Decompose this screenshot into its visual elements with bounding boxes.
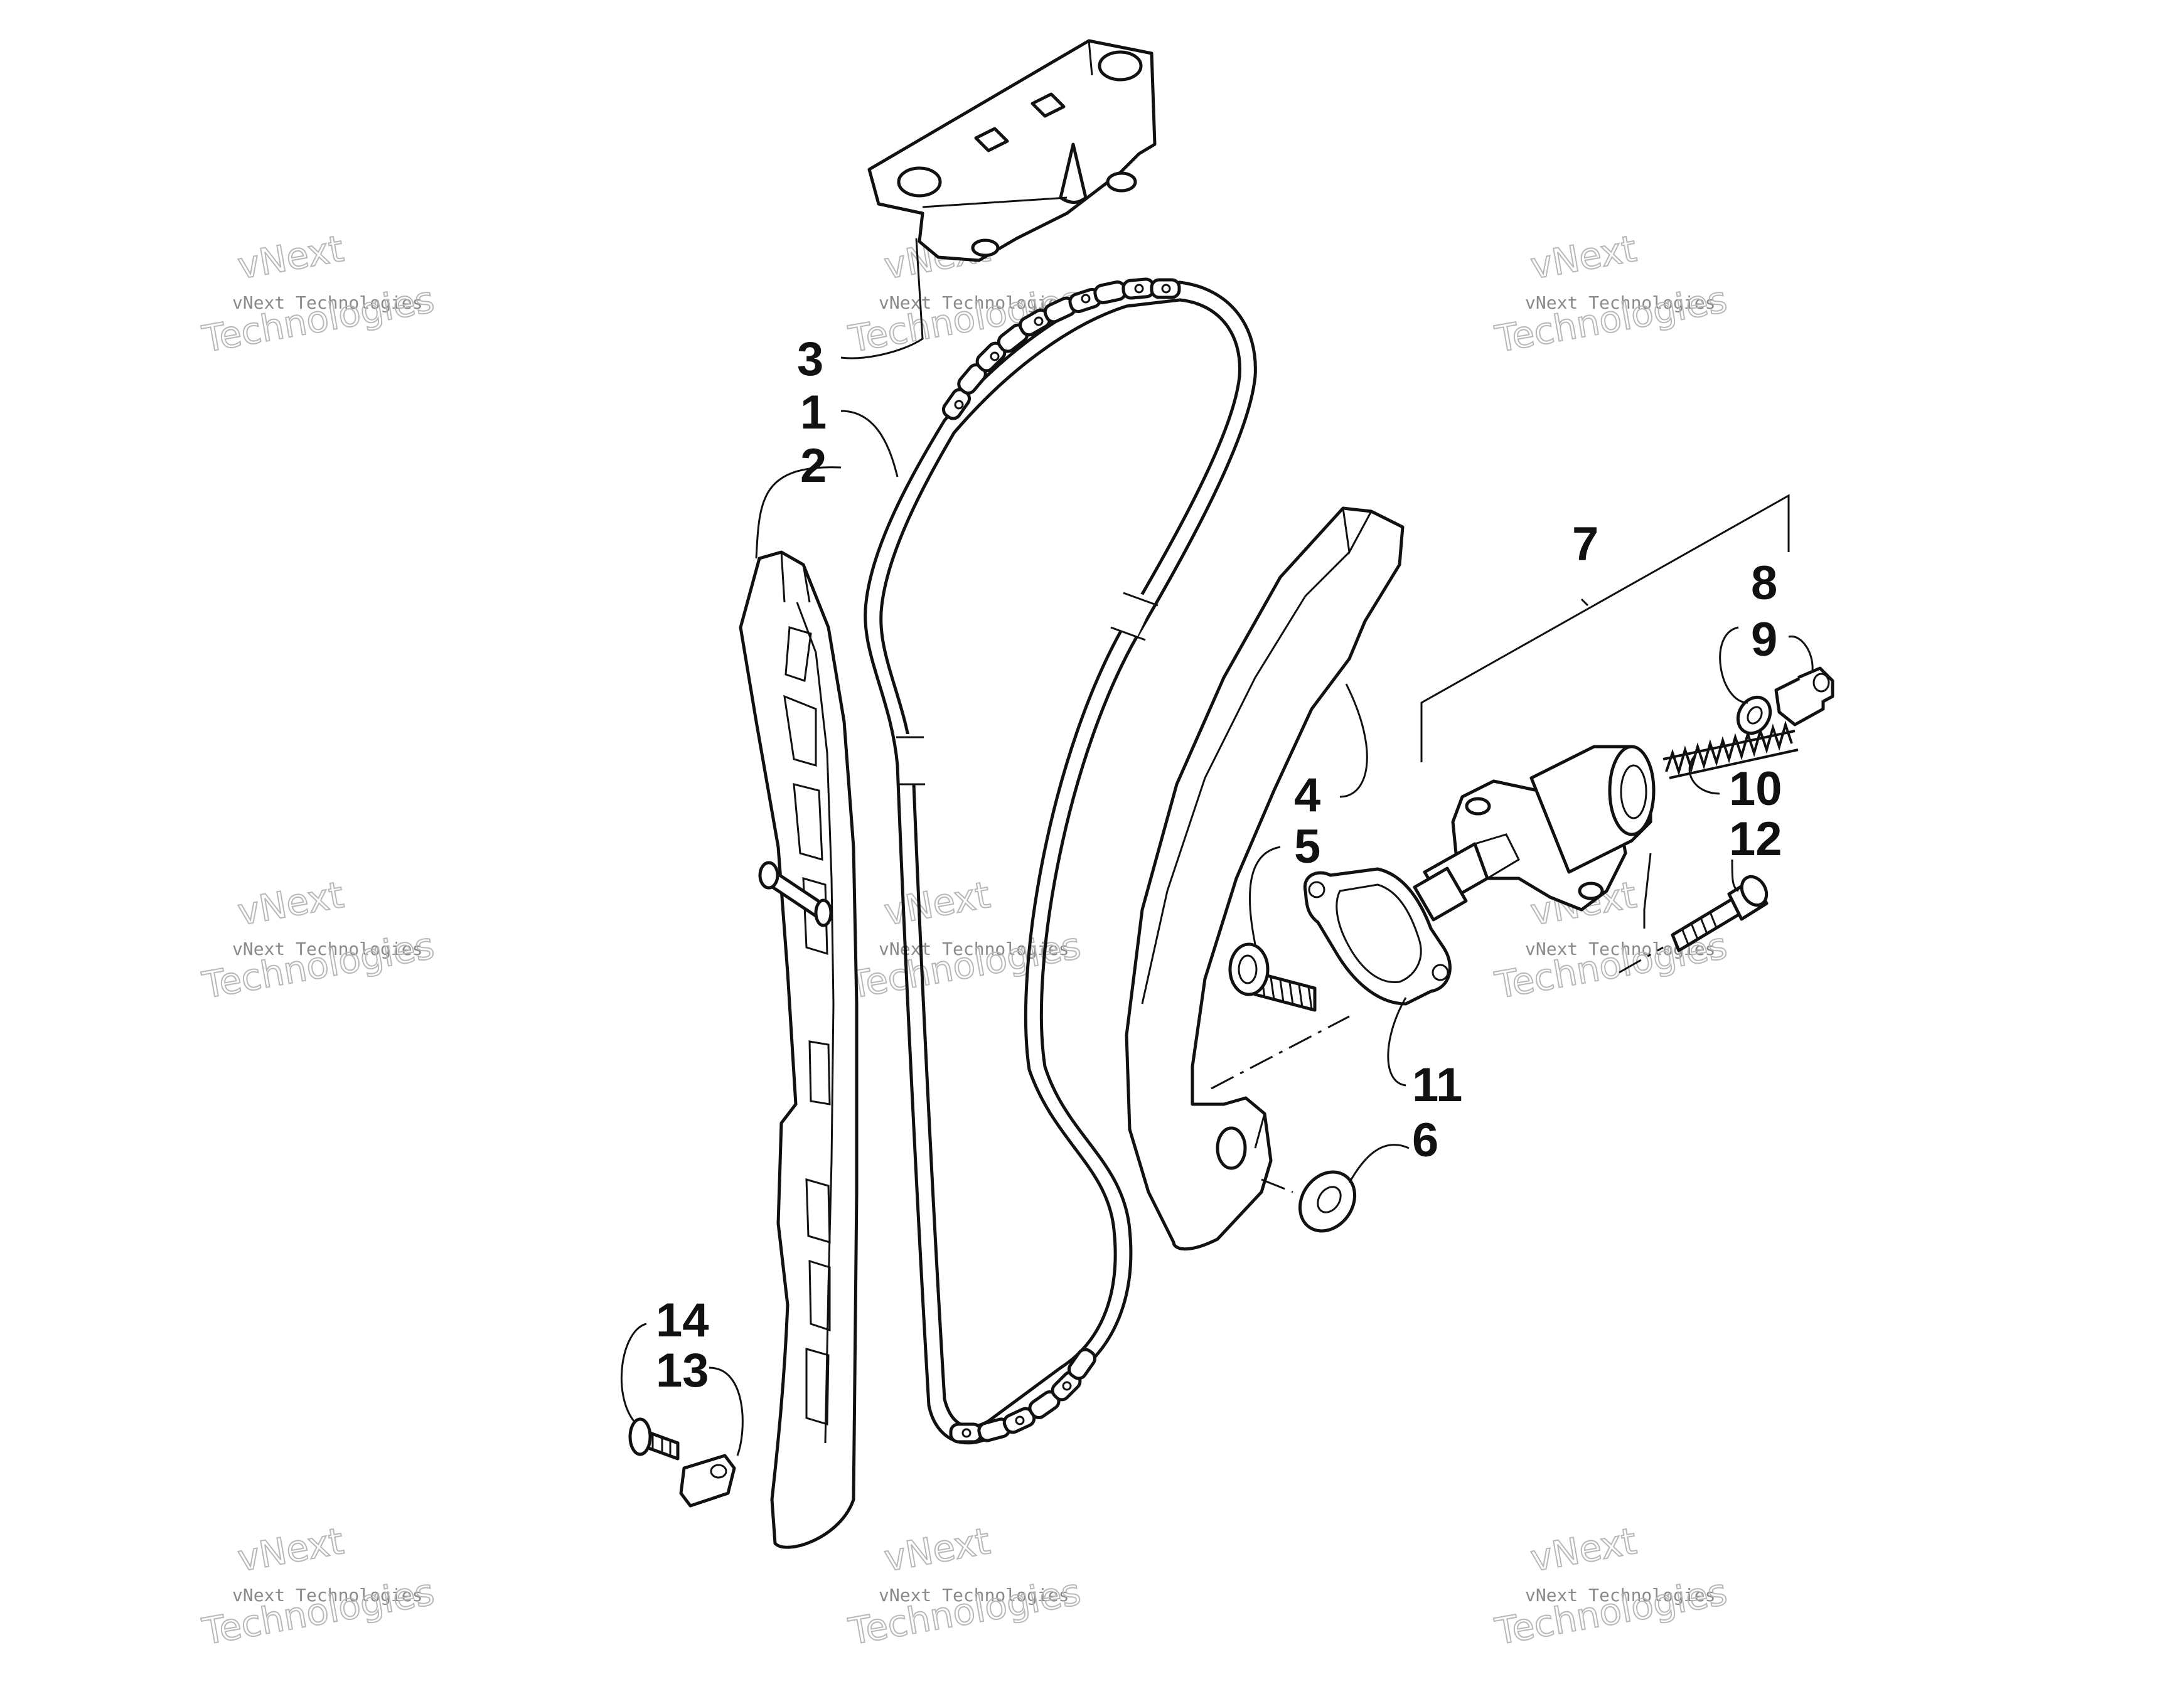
watermark-brand: vNext <box>235 227 347 287</box>
watermark-company: vNext Technologies <box>1525 292 1715 313</box>
part-2-chain-guide <box>739 550 859 1549</box>
watermark-brand: vNext <box>1528 1520 1640 1580</box>
part-14-screw <box>628 1417 680 1461</box>
watermark-brand: vNext <box>881 1520 993 1580</box>
watermark: vNext vNext Technologies Technologies <box>1491 226 1731 361</box>
part-13-plate <box>679 1454 736 1508</box>
watermark-word: Technologies <box>1492 1570 1730 1653</box>
callout-12: 12 <box>1729 812 1782 866</box>
callout-labels: 3 1 2 7 8 9 4 10 5 12 11 6 14 13 <box>656 333 1782 1397</box>
watermark: vNext vNext Technologies Technologies <box>198 873 438 1008</box>
callout-1: 1 <box>800 386 827 439</box>
part-4-tensioner-guide <box>1125 506 1405 1251</box>
callout-8: 8 <box>1751 557 1777 610</box>
watermark: vNext vNext Technologies Technologies <box>845 1519 1084 1654</box>
part-5-pivot-bolt <box>1228 942 1317 1012</box>
part-3-upper-guide <box>867 39 1157 262</box>
part-8-washer <box>1736 695 1772 735</box>
watermark-company: vNext Technologies <box>232 1585 422 1606</box>
watermark-company: vNext Technologies <box>879 1585 1069 1606</box>
watermark-word: Technologies <box>199 278 437 361</box>
watermark-company: vNext Technologies <box>232 292 422 313</box>
watermark-word: Technologies <box>845 924 1084 1007</box>
watermark-word: Technologies <box>199 1570 437 1653</box>
watermark: vNext vNext Technologies Technologies <box>198 1519 438 1654</box>
part-1-timing-chain <box>864 277 1257 1445</box>
watermark-company: vNext Technologies <box>232 939 422 959</box>
watermark-company: vNext Technologies <box>879 939 1069 959</box>
callout-13: 13 <box>656 1344 709 1397</box>
callout-4: 4 <box>1294 769 1320 822</box>
callout-9: 9 <box>1751 613 1777 666</box>
watermark-brand: vNext <box>235 873 347 934</box>
watermark-word: Technologies <box>199 924 437 1007</box>
chain-links-top <box>941 277 1181 420</box>
watermark-brand: vNext <box>881 873 993 934</box>
watermark-brand: vNext <box>235 1520 347 1580</box>
watermark: vNext vNext Technologies Technologies <box>1491 1519 1731 1654</box>
part-12-bolt <box>1671 875 1769 952</box>
callout-10: 10 <box>1729 762 1782 816</box>
watermark-brand: vNext <box>1528 227 1640 287</box>
callout-11: 11 <box>1412 1058 1462 1112</box>
part-6-washer <box>1298 1170 1357 1233</box>
part-7-tensioner-body <box>1413 745 1656 922</box>
part-11-gasket <box>1303 867 1452 1006</box>
callout-7: 7 <box>1572 518 1598 571</box>
callout-5: 5 <box>1294 820 1320 873</box>
leader-lines <box>620 238 1814 1456</box>
part-9-cap-bolt <box>1774 666 1834 727</box>
chain-links-bottom <box>949 1348 1097 1444</box>
callout-14: 14 <box>656 1294 709 1347</box>
watermark-word: Technologies <box>1492 278 1730 361</box>
watermark-word: Technologies <box>845 1570 1084 1653</box>
callout-3: 3 <box>797 333 823 386</box>
watermark: vNext vNext Technologies Technologies <box>198 226 438 361</box>
watermark: vNext vNext Technologies Technologies <box>845 873 1084 1008</box>
watermark-company: vNext Technologies <box>1525 1585 1715 1606</box>
callout-6: 6 <box>1412 1114 1438 1167</box>
callout-2: 2 <box>800 439 827 493</box>
